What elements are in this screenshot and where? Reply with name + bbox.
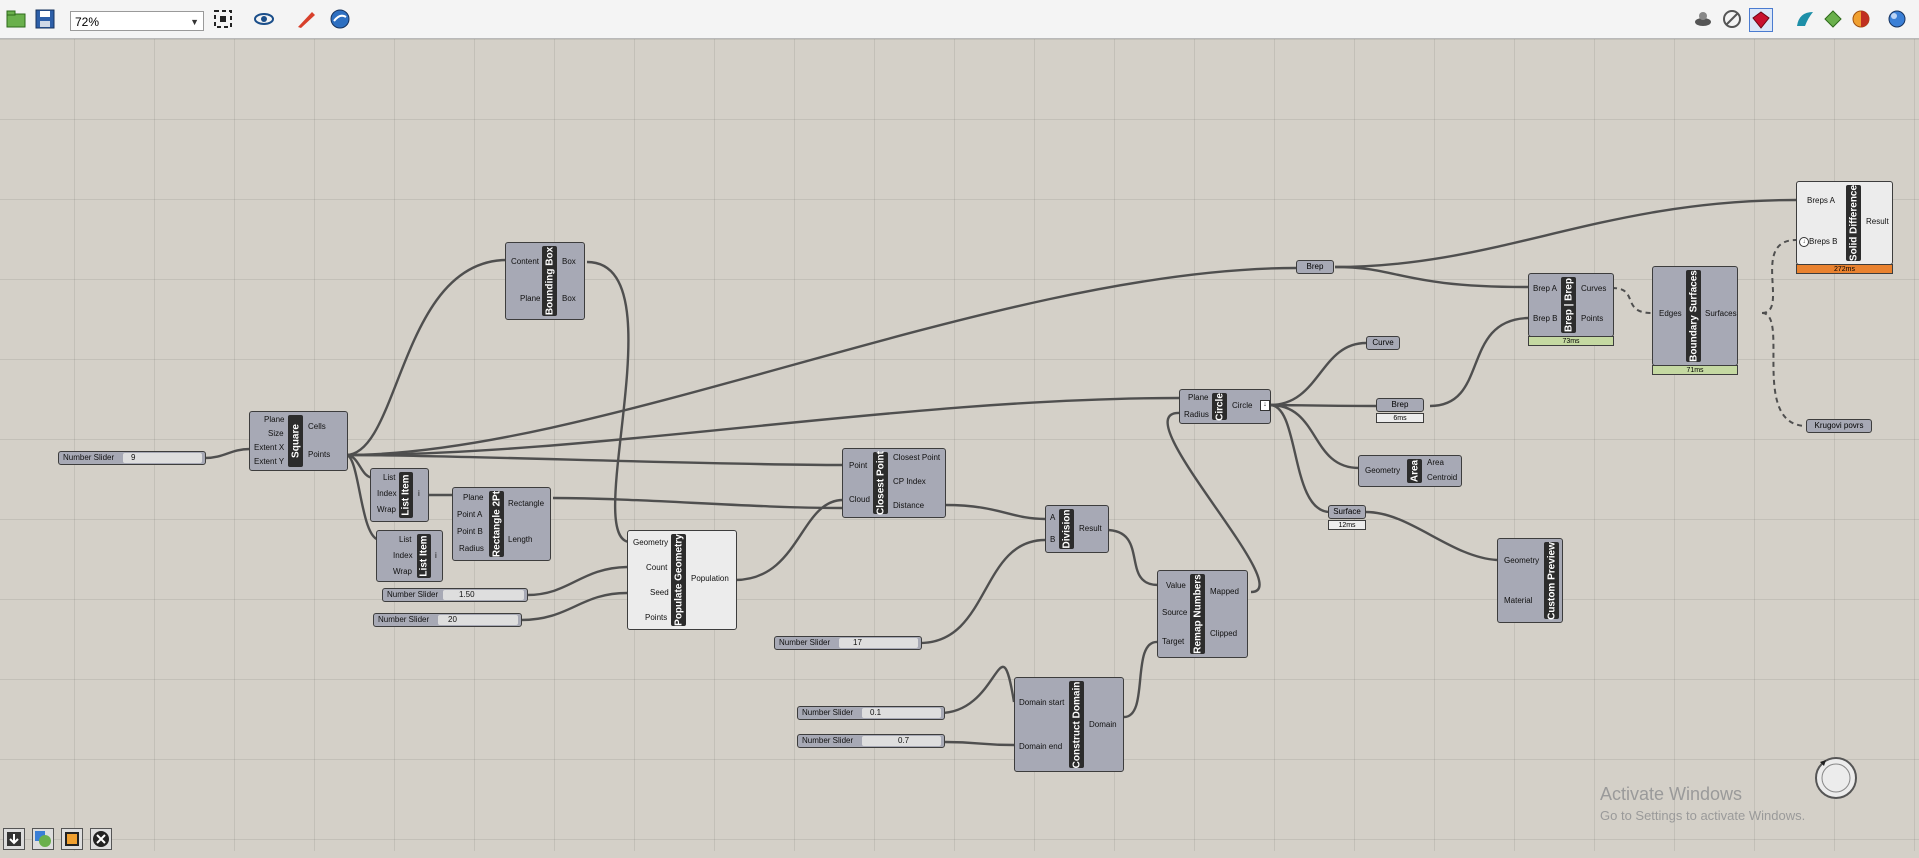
- component-title: Division: [1059, 509, 1074, 549]
- division-component[interactable]: A B Division Result: [1045, 505, 1109, 553]
- number-slider[interactable]: Number Slider 0.7: [797, 734, 945, 748]
- component-title: Rectangle 2Pt: [489, 490, 504, 558]
- slider-track[interactable]: 9: [123, 453, 202, 463]
- slider-track[interactable]: 0.7: [862, 736, 941, 746]
- save-icon[interactable]: [34, 8, 56, 30]
- circle-component[interactable]: Plane Radius Circle Circle ↓: [1179, 389, 1271, 424]
- shaded-preview-icon[interactable]: [1749, 8, 1773, 32]
- blue-sphere-icon[interactable]: [1886, 8, 1908, 30]
- number-slider[interactable]: Number Slider 9: [58, 451, 206, 465]
- globe-icon[interactable]: [329, 8, 351, 30]
- close-icon[interactable]: [90, 828, 112, 850]
- number-slider[interactable]: Number Slider 0.1: [797, 706, 945, 720]
- component-title: Bounding Box: [542, 246, 557, 316]
- curve-param[interactable]: Curve: [1366, 336, 1400, 350]
- solid-difference-component[interactable]: Breps A Breps B ↓ Solid Difference Resul…: [1796, 181, 1893, 265]
- component-title: Square: [288, 415, 303, 467]
- slider-track[interactable]: 0.1: [862, 708, 941, 718]
- blue-material-icon[interactable]: [1794, 8, 1816, 30]
- timing-badge: 6ms: [1376, 413, 1424, 423]
- component-title: List Item: [417, 534, 431, 578]
- zoom-select[interactable]: 72%▼: [70, 11, 204, 31]
- component-title: Populate Geometry: [671, 534, 686, 626]
- rectangle-2pt-component[interactable]: Plane Point A Point B Radius Rectangle 2…: [452, 487, 551, 561]
- krugovi-povrs-param[interactable]: Krugovi povrs: [1806, 419, 1872, 433]
- component-title: Brep | Brep: [1561, 277, 1576, 333]
- flatten-icon: ↓: [1260, 400, 1270, 411]
- slider-track[interactable]: 1.50: [443, 590, 524, 600]
- wireframe-icon[interactable]: [1721, 8, 1743, 30]
- component-title: Area: [1407, 459, 1422, 483]
- closest-point-component[interactable]: Point Cloud Closest Point Closest Point …: [842, 448, 946, 518]
- toolbar: 72%▼: [0, 0, 1919, 39]
- boundary-surfaces-component[interactable]: Edges Boundary Surfaces Surfaces: [1652, 266, 1738, 366]
- graft-icon: ↓: [1799, 237, 1809, 247]
- brep-param[interactable]: Brep: [1296, 260, 1334, 274]
- construct-domain-component[interactable]: Domain start Domain end Construct Domain…: [1014, 677, 1124, 772]
- component-title: List Item: [399, 472, 413, 518]
- activate-windows-watermark: Activate Windows Go to Settings to activ…: [1600, 784, 1806, 823]
- populate-geometry-component[interactable]: Geometry Count Seed Points Populate Geom…: [627, 530, 737, 630]
- open-file-icon[interactable]: [5, 8, 27, 30]
- timing-badge: 71ms: [1652, 365, 1738, 375]
- add-component-icon[interactable]: [32, 828, 54, 850]
- surface-param[interactable]: Surface: [1328, 505, 1366, 519]
- frame-icon[interactable]: [61, 828, 83, 850]
- download-icon[interactable]: [3, 828, 25, 850]
- chevron-down-icon: ▼: [190, 17, 199, 27]
- brep-param[interactable]: Brep: [1376, 398, 1424, 412]
- slider-track[interactable]: 20: [438, 615, 518, 625]
- slider-track[interactable]: 17: [839, 638, 918, 648]
- bounding-box-component[interactable]: Content Plane Bounding Box Box Box: [505, 242, 585, 320]
- square-component[interactable]: Plane Size Extent X Extent Y Square Cell…: [249, 411, 348, 471]
- list-item-component[interactable]: List Index Wrap List Item i: [376, 530, 443, 582]
- custom-preview-component[interactable]: Geometry Material Custom Preview: [1497, 538, 1563, 623]
- timing-badge: 272ms: [1796, 264, 1893, 274]
- sketch-pen-icon[interactable]: [295, 8, 317, 30]
- timing-badge: 73ms: [1528, 336, 1614, 346]
- component-title: Closest Point: [873, 451, 888, 515]
- preview-eye-icon[interactable]: [253, 8, 275, 30]
- component-title: Remap Numbers: [1190, 574, 1205, 654]
- component-title: Solid Difference: [1846, 184, 1861, 262]
- number-slider[interactable]: Number Slider 1.50: [382, 588, 528, 602]
- sphere-material-icon[interactable]: [1850, 8, 1872, 30]
- area-component[interactable]: Geometry Area Area Centroid: [1358, 455, 1462, 487]
- component-title: Custom Preview: [1544, 541, 1559, 620]
- zoom-extents-icon[interactable]: [212, 8, 234, 30]
- component-title: Boundary Surfaces: [1686, 270, 1701, 362]
- timing-badge: 12ms: [1328, 520, 1366, 530]
- component-title: Circle: [1212, 392, 1227, 421]
- green-material-icon[interactable]: [1822, 8, 1844, 30]
- remap-numbers-component[interactable]: Value Source Target Remap Numbers Mapped…: [1157, 570, 1248, 658]
- list-item-component[interactable]: List Index Wrap List Item i: [370, 468, 429, 522]
- bottom-toolbar: [0, 828, 125, 854]
- navigation-compass-icon[interactable]: [1814, 756, 1858, 800]
- brep-brep-component[interactable]: Brep A Brep B Brep | Brep Curves Points: [1528, 273, 1614, 337]
- preview-toggle-icon[interactable]: [1692, 8, 1714, 30]
- number-slider[interactable]: Number Slider 20: [373, 613, 522, 627]
- component-title: Construct Domain: [1069, 681, 1084, 768]
- number-slider[interactable]: Number Slider 17: [774, 636, 922, 650]
